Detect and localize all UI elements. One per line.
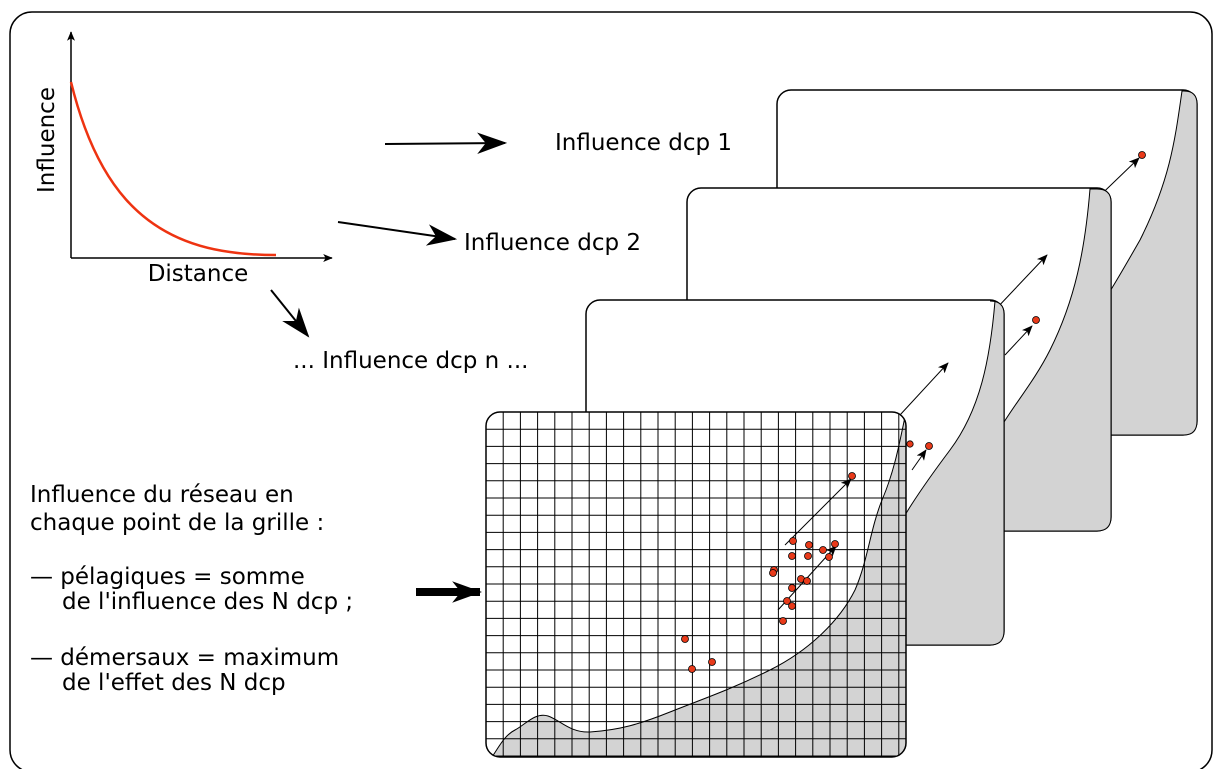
dcp-point (681, 635, 689, 643)
explanation-text: Influence du réseau en chaque point de l… (30, 482, 353, 696)
outer-frame (9, 11, 1213, 769)
x-axis-label: Distance (148, 261, 249, 287)
demersal-line1: — démersaux = maximum (30, 645, 339, 671)
dcp-point (769, 569, 777, 577)
grid-layer (485, 411, 907, 758)
dcp-point (789, 537, 797, 545)
dcp-point (688, 665, 696, 673)
dcp-point (804, 552, 812, 560)
dcp-point (906, 440, 914, 448)
y-axis-label: Influence (34, 87, 60, 193)
dcp-point (779, 617, 787, 625)
explanation-line2: chaque point de la grille : (30, 510, 324, 536)
dcp-point (925, 442, 933, 450)
dcp-point (1032, 316, 1040, 324)
dcp-point (819, 546, 827, 554)
arrow-to-dcp2 (337, 221, 458, 246)
dcp-point (788, 584, 796, 592)
layer-label-dcpn: ... Influence dcp n ... (293, 348, 528, 374)
arrow-to-dcp1 (384, 132, 508, 154)
dcp-point (805, 541, 813, 549)
dcp-point (1138, 151, 1146, 159)
grid-dcp-points (681, 472, 856, 673)
dcp-point (825, 553, 833, 561)
grid-lines (486, 412, 906, 757)
influence-curve-chart: Influence Distance (34, 31, 333, 287)
layer-label-dcp2: Influence dcp 2 (464, 230, 641, 256)
pelagic-line1: — pélagiques = somme (30, 564, 305, 590)
decay-curve (69, 81, 277, 257)
pelagic-line2: de l'influence des N dcp ; (62, 589, 353, 615)
dcp-point (803, 577, 811, 585)
explanation-line1: Influence du réseau en (30, 482, 294, 508)
dcp-point (788, 602, 796, 610)
dcp-point (831, 540, 839, 548)
dcp-point (783, 597, 791, 605)
layer-label-dcp1: Influence dcp 1 (555, 130, 732, 156)
dcp-point (848, 472, 856, 480)
demersal-line2: de l'effet des N dcp (62, 670, 286, 696)
dcp-point (788, 552, 796, 560)
arrow-to-dcpn (270, 289, 310, 338)
dcp-point (708, 658, 716, 666)
